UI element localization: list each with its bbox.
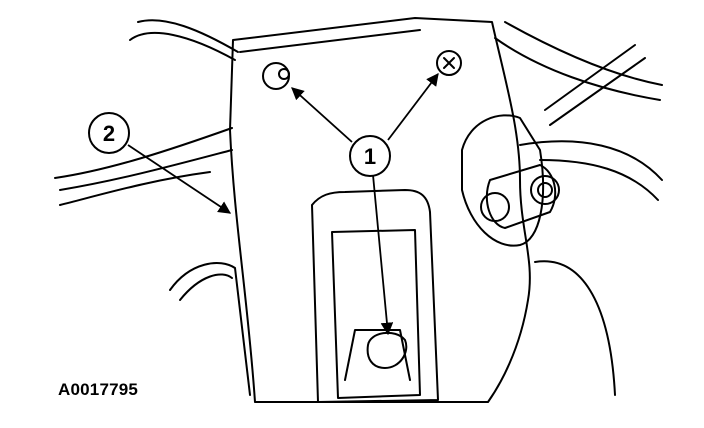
- steering-column-arm-2: [504, 21, 663, 86]
- right-dash-curve: [519, 140, 663, 181]
- steering-column-arm: [494, 37, 661, 101]
- dash-outline-left-upper-2: [137, 19, 239, 53]
- center-panel-top-edge: [239, 29, 421, 53]
- ignition-knob-core: [537, 182, 553, 198]
- steering-column-rod-2: [549, 57, 646, 126]
- arrow-2-to-panel-edge: [127, 144, 232, 214]
- steering-column-rod: [544, 44, 636, 111]
- arrow-1-to-screw-right: [387, 72, 439, 141]
- callout-1-label: 1: [364, 144, 376, 169]
- ignition-ring: [480, 192, 510, 222]
- center-panel-outline: [229, 17, 531, 403]
- dash-outline-left-side-2: [179, 273, 233, 301]
- ignition-housing: [461, 114, 545, 247]
- dash-outline-left-mid: [54, 127, 233, 179]
- callout-2: 2: [88, 112, 130, 154]
- screw-bottom-plug: [366, 331, 408, 369]
- ignition-knob-end: [530, 175, 560, 205]
- dash-outline-left-side: [169, 262, 251, 396]
- dash-outline-left-upper: [129, 32, 236, 61]
- dash-outline-left-mid-2: [59, 149, 233, 191]
- arrow-1-to-screw-left: [291, 87, 353, 143]
- shifter-opening-outer: [311, 189, 439, 403]
- right-dash-curve-2: [539, 159, 659, 201]
- callout-2-label: 2: [103, 121, 115, 146]
- screw-upper-right-cross: [443, 57, 455, 69]
- shifter-opening-inner: [331, 229, 421, 399]
- shifter-slot: [344, 329, 411, 381]
- right-lower-trim: [534, 260, 616, 396]
- ignition-knob: [485, 164, 557, 229]
- screw-upper-left: [262, 62, 290, 90]
- callout-1: 1: [349, 135, 391, 177]
- dash-outline-left-low: [59, 171, 211, 206]
- arrow-1-to-plug: [372, 174, 394, 336]
- screw-upper-right: [436, 50, 462, 76]
- figure-reference-code: A0017795: [58, 380, 139, 399]
- screw-upper-left-head: [278, 68, 290, 80]
